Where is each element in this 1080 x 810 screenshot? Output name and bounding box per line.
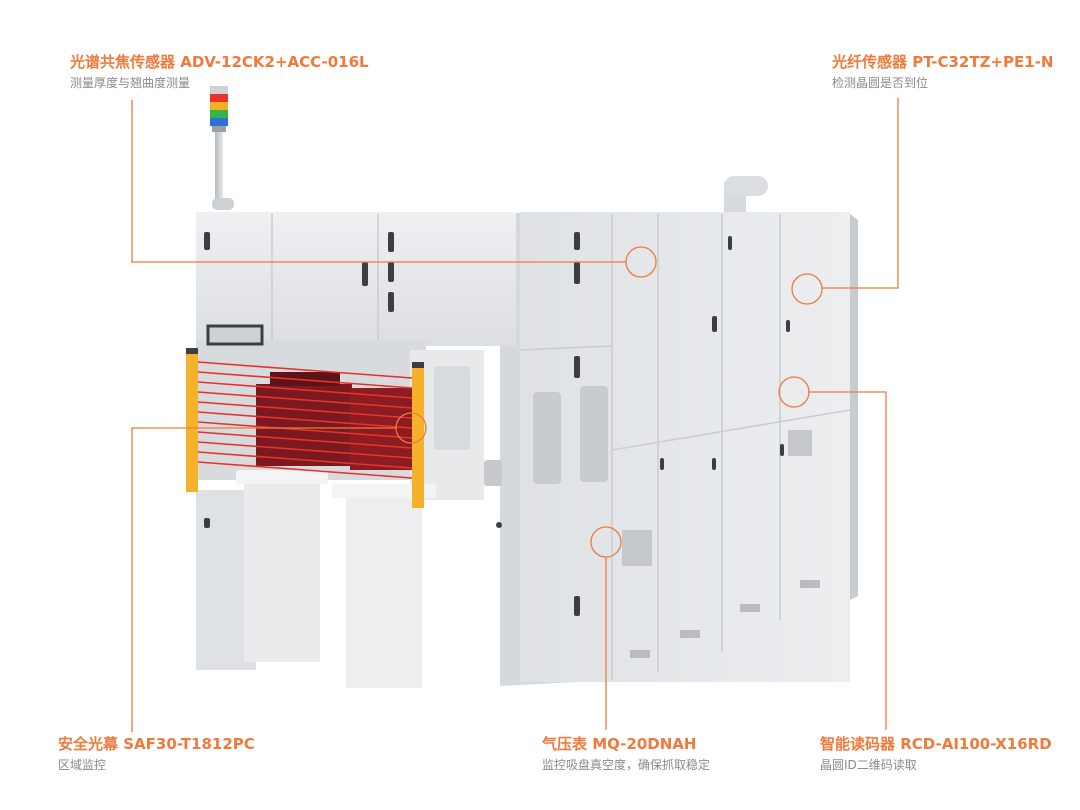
- callout-description: 区域监控: [58, 758, 107, 772]
- callout-title: 安全光幕 SAF30-T1812PC: [58, 735, 255, 753]
- callout-title: 光谱共焦传感器 ADV-12CK2+ACC-016L: [70, 53, 369, 71]
- signal-tower-light-icon: [210, 86, 234, 210]
- callout-spectral-confocal-sensor: 光谱共焦传感器 ADV-12CK2+ACC-016L 测量厚度与翘曲度测量: [70, 52, 369, 92]
- machine-front-body: [196, 212, 516, 688]
- callout-description: 测量厚度与翘曲度测量: [70, 76, 191, 90]
- callout-safety-light-curtain: 安全光幕 SAF30-T1812PC 区域监控: [58, 734, 255, 774]
- callout-leaders: [131, 98, 899, 732]
- callout-title: 光纤传感器 PT-C32TZ+PE1-N: [832, 53, 1054, 71]
- callout-fiber-sensor: 光纤传感器 PT-C32TZ+PE1-N 检测晶圆是否到位: [832, 52, 1054, 92]
- callout-title: 气压表 MQ-20DNAH: [542, 735, 697, 753]
- safety-light-curtain: [186, 348, 424, 508]
- callout-pressure-gauge: 气压表 MQ-20DNAH 监控吸盘真空度，确保抓取稳定: [542, 734, 710, 774]
- callout-title: 智能读码器 RCD-AI100-X16RD: [820, 735, 1052, 753]
- exhaust-pipe: [724, 176, 768, 216]
- machine-right-body: [500, 212, 858, 686]
- callout-code-reader: 智能读码器 RCD-AI100-X16RD 晶圆ID二维码读取: [820, 734, 1052, 774]
- callout-description: 检测晶圆是否到位: [832, 76, 929, 90]
- callout-description: 监控吸盘真空度，确保抓取稳定: [542, 758, 711, 772]
- callout-description: 晶圆ID二维码读取: [820, 758, 917, 772]
